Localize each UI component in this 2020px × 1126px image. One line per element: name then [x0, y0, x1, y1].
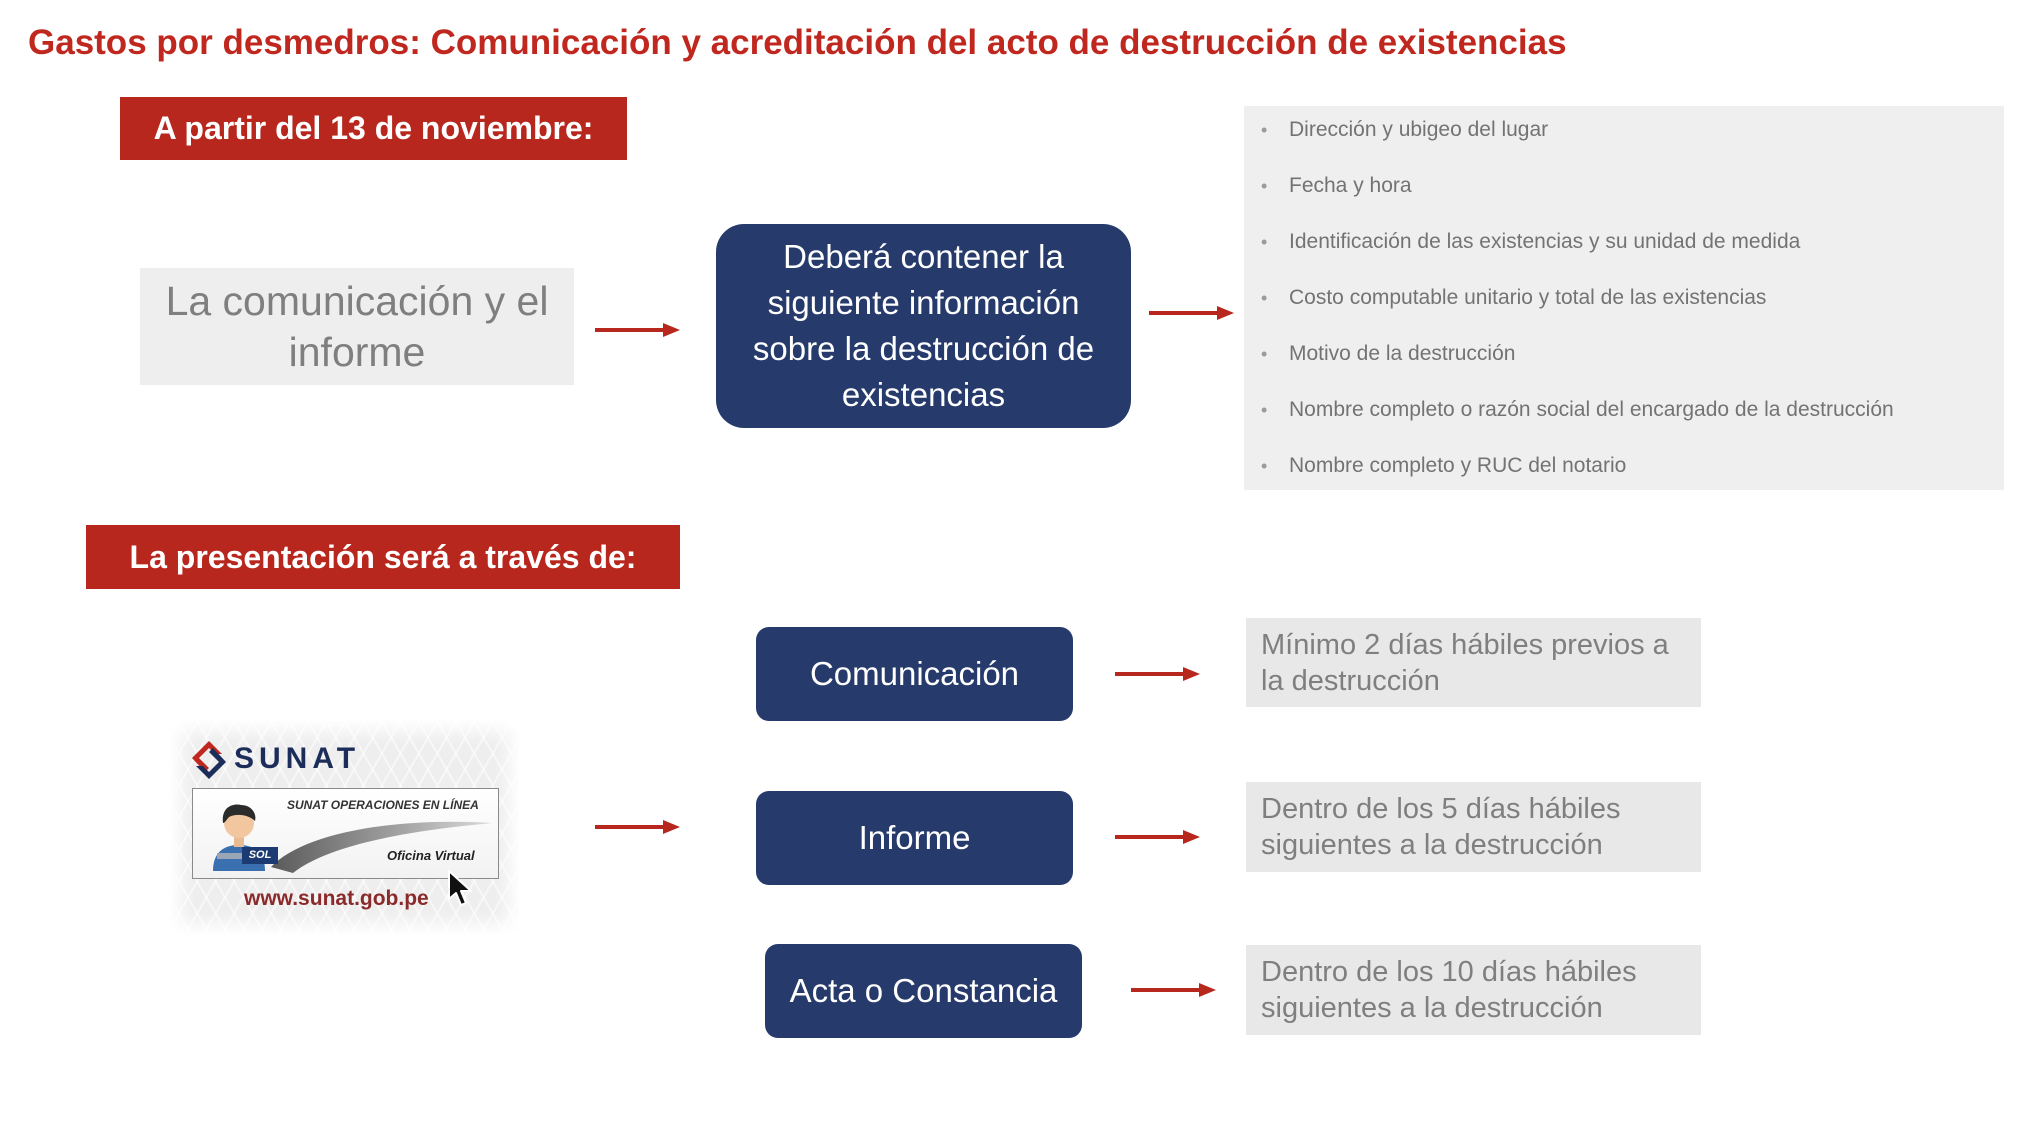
subject-text: La comunicación y el informe: [165, 277, 549, 375]
step-label: Acta o Constancia: [789, 972, 1058, 1009]
content-box-text: Deberá contener la siguiente información…: [752, 238, 1095, 413]
requirements-list: Dirección y ubigeo del lugar Fecha y hor…: [1244, 106, 2004, 490]
sol-badge: SOL: [242, 847, 278, 864]
swoosh-graphic: [271, 821, 493, 873]
arrow-right-icon: [1115, 667, 1200, 681]
requirements-banner: A partir del 13 de noviembre:: [120, 97, 627, 160]
list-item: Costo computable unitario y total de las…: [1244, 270, 2004, 326]
list-item: Nombre completo o razón social del encar…: [1244, 382, 2004, 438]
logo-url: www.sunat.gob.pe: [244, 887, 429, 910]
deadline-text: Mínimo 2 días hábiles previos a la destr…: [1261, 628, 1669, 697]
subject-box: La comunicación y el informe: [140, 268, 574, 385]
deadline-text: Dentro de los 10 días hábiles siguientes…: [1261, 956, 1637, 1024]
content-box: Deberá contener la siguiente información…: [716, 224, 1131, 428]
deadline-box: Dentro de los 10 días hábiles siguientes…: [1246, 945, 1701, 1035]
submission-banner: La presentación será a través de:: [86, 525, 680, 589]
page-title: Gastos por desmedros: Comunicación y acr…: [28, 23, 1567, 62]
logo-tagline: SUNAT OPERACIONES EN LÍNEA: [287, 798, 479, 812]
step-box-comunicacion: Comunicación: [756, 627, 1073, 721]
step-label: Informe: [858, 819, 971, 856]
logo-brand: SUNAT: [234, 742, 361, 775]
list-item: Fecha y hora: [1244, 158, 2004, 214]
deadline-box: Dentro de los 5 días hábiles siguientes …: [1246, 782, 1701, 872]
logo-caption: Oficina Virtual: [387, 848, 475, 863]
arrow-right-icon: [1131, 983, 1216, 997]
list-item: Nombre completo y RUC del notario: [1244, 438, 2004, 490]
arrow-right-icon: [595, 820, 680, 834]
sunat-logo-icon: [192, 741, 226, 779]
logo-panel: SUNAT OPERACIONES EN LÍNEA SOL Oficina V…: [192, 788, 499, 879]
list-item: Motivo de la destrucción: [1244, 326, 2004, 382]
requirements-list-panel: Dirección y ubigeo del lugar Fecha y hor…: [1244, 106, 2004, 490]
step-box-informe: Informe: [756, 791, 1073, 885]
cursor-icon: [448, 870, 472, 906]
deadline-text: Dentro de los 5 días hábiles siguientes …: [1261, 793, 1621, 861]
step-box-acta: Acta o Constancia: [765, 944, 1082, 1038]
sunat-logo: SUNAT SUNAT OPERACIONES EN LÍNEA SOL Ofi…: [171, 721, 519, 934]
step-label: Comunicación: [809, 655, 1020, 692]
arrow-right-icon: [595, 323, 680, 337]
list-item: Identificación de las existencias y su u…: [1244, 214, 2004, 270]
list-item: Dirección y ubigeo del lugar: [1244, 106, 2004, 158]
deadline-box: Mínimo 2 días hábiles previos a la destr…: [1246, 618, 1701, 707]
arrow-right-icon: [1115, 830, 1200, 844]
arrow-right-icon: [1149, 306, 1234, 320]
